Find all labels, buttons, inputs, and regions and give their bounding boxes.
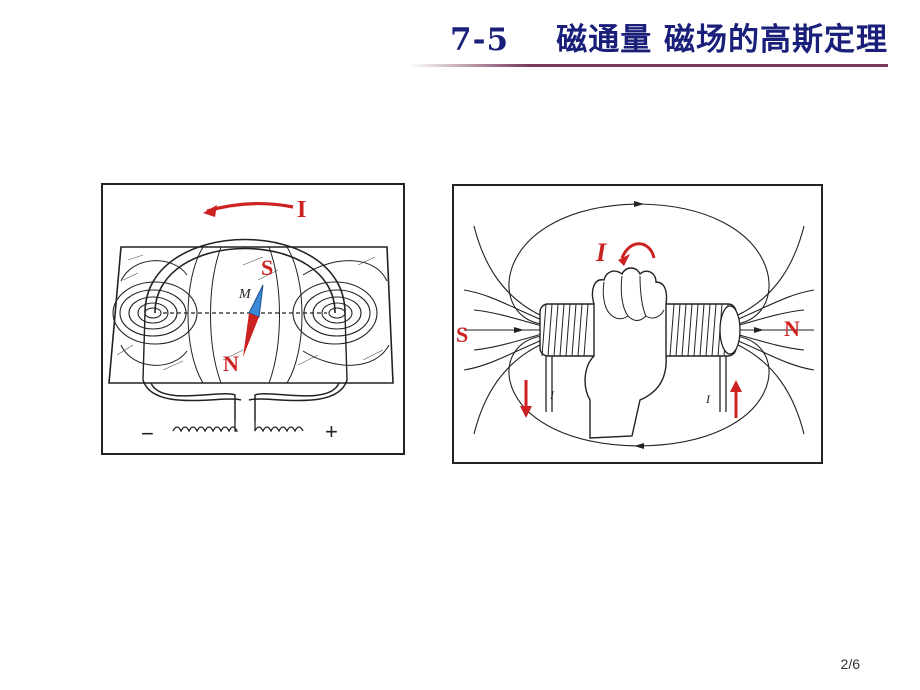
minus-sign: −	[141, 421, 154, 446]
circular-loop-field-figure: I S N M − +	[101, 183, 405, 455]
solenoid-field-drawing	[463, 201, 815, 449]
slide-title: 7-5 磁通量 磁场的高斯定理	[450, 22, 888, 58]
right-current-label: I	[596, 238, 607, 267]
loop-field-drawing	[108, 201, 394, 433]
title-rule	[408, 64, 888, 67]
left-current-label: I	[297, 197, 307, 223]
left-needle-south-label: S	[261, 255, 274, 280]
plus-sign: +	[325, 419, 338, 444]
left-wire-label: I	[550, 388, 554, 402]
left-needle-north-label: N	[223, 351, 239, 376]
solenoid-north-label: N	[784, 316, 800, 341]
page-number: 2/6	[840, 656, 860, 672]
right-wire-label: I	[706, 392, 710, 406]
solenoid-right-hand-figure: I S N I I	[452, 184, 823, 464]
left-needle-mark: M	[239, 287, 251, 302]
solenoid-south-label: S	[456, 322, 469, 347]
